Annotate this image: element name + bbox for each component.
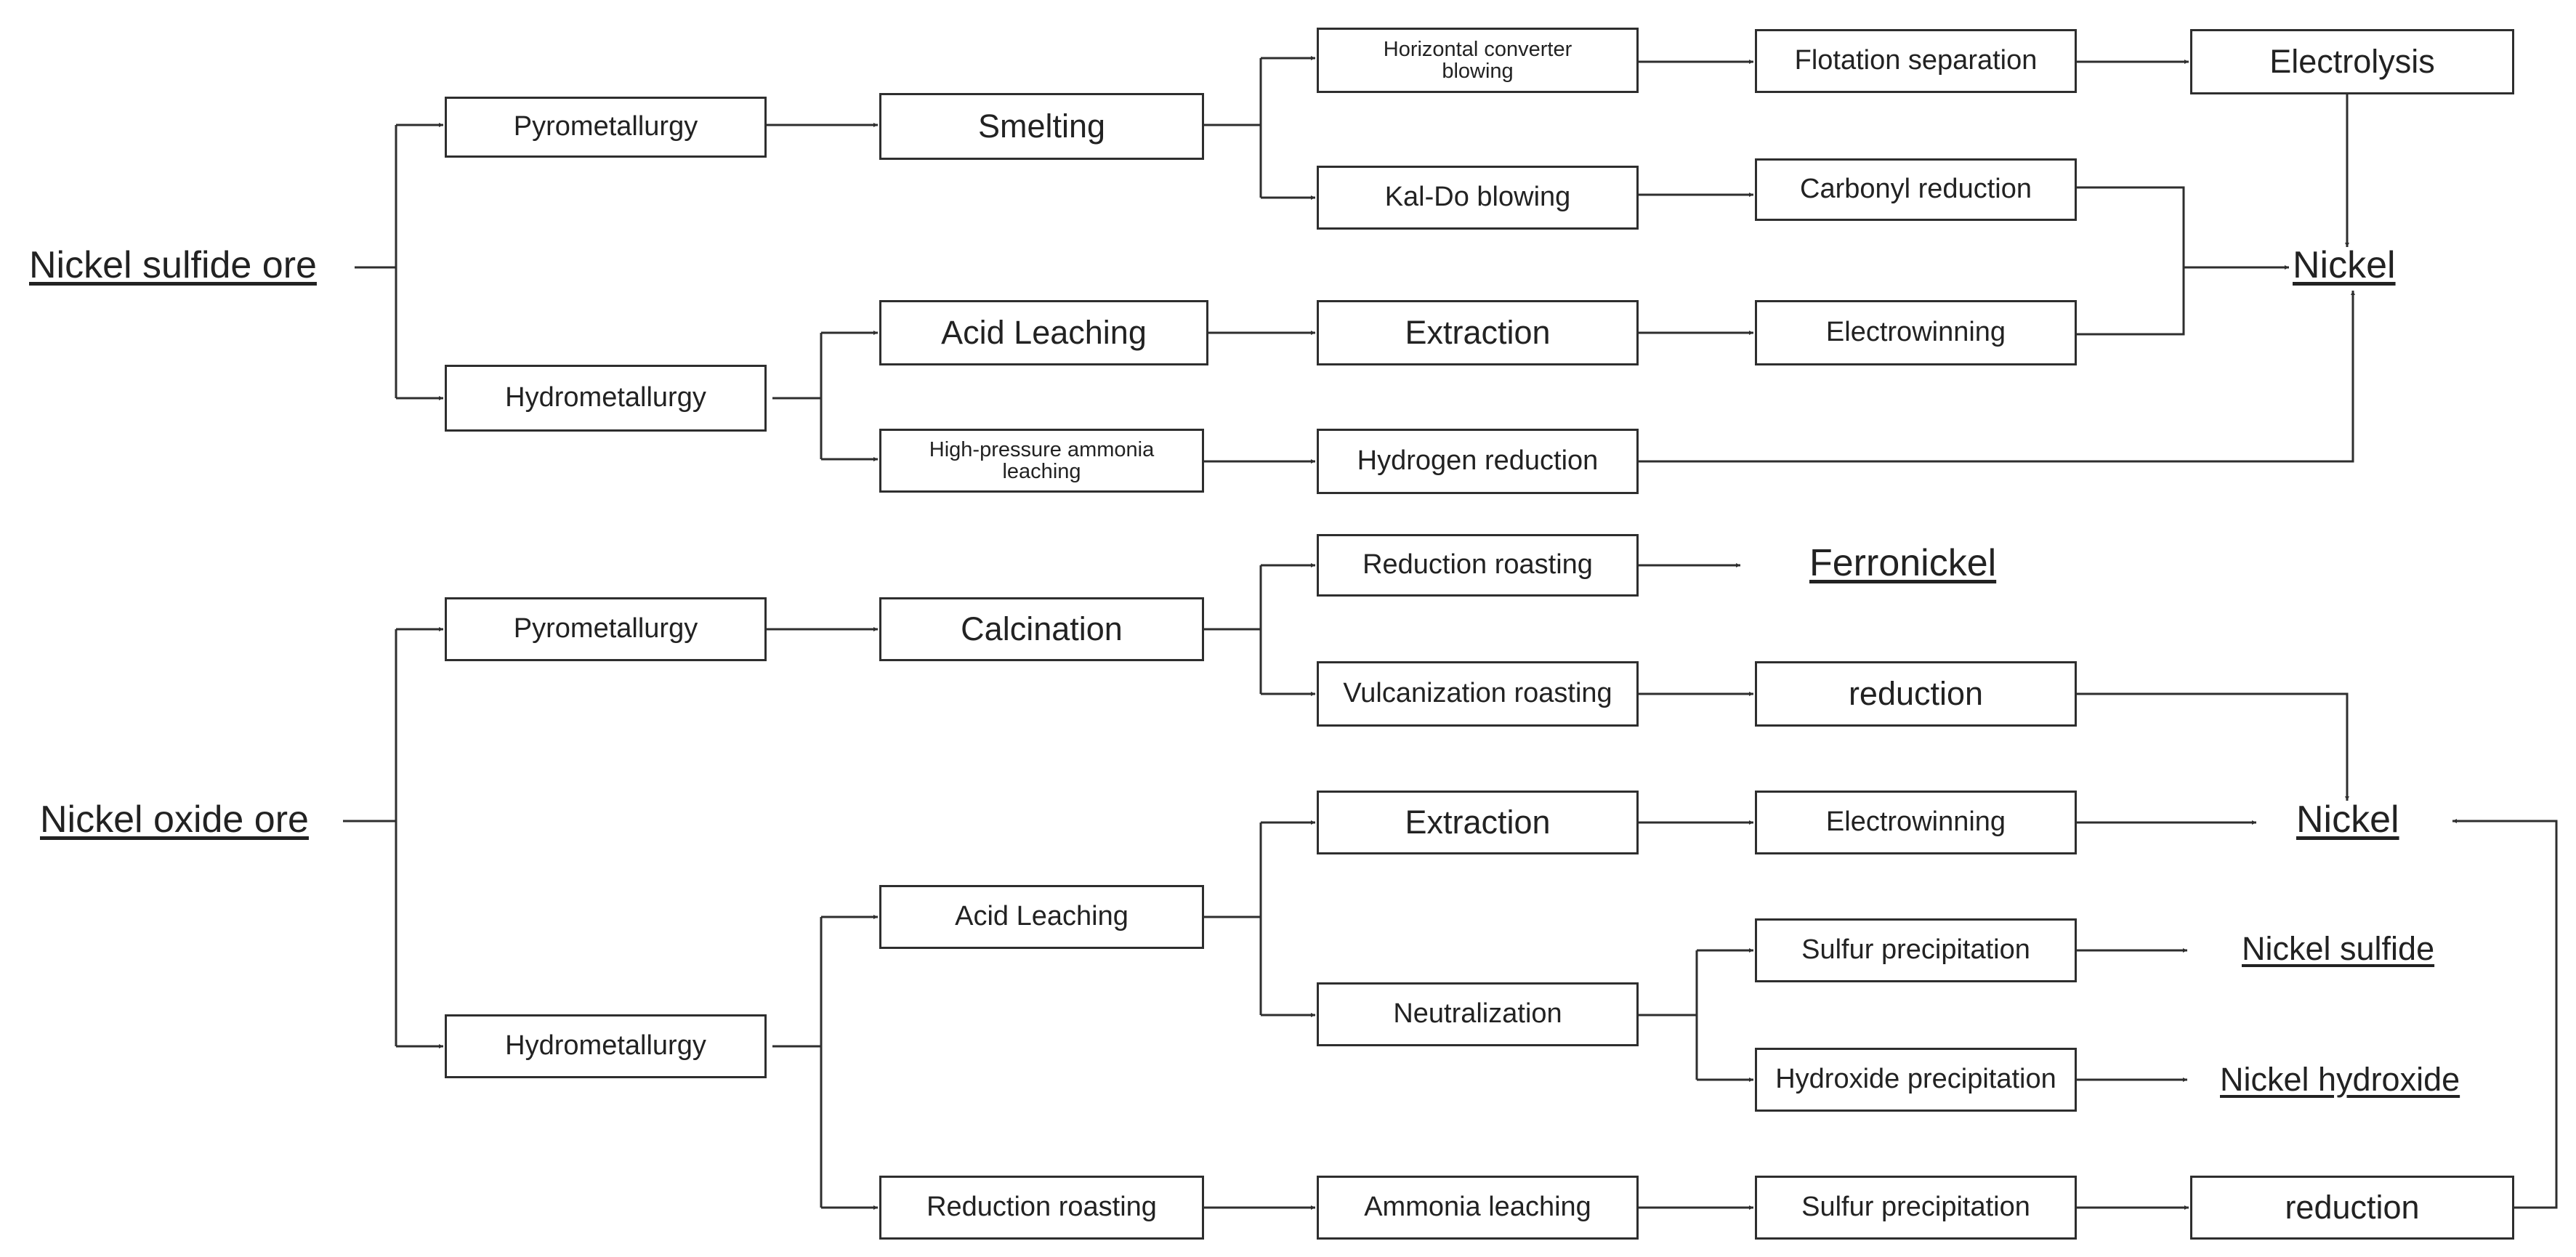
- ferronickel-label: Ferronickel: [1809, 542, 1997, 584]
- acid-leaching-box: Acid Leaching: [879, 885, 1204, 949]
- connector: [2077, 186, 2185, 336]
- nickel-product-label-sulfide: Nickel: [2293, 244, 2396, 286]
- nickel-sulfide-ore-label: Nickel sulfide ore: [29, 244, 317, 286]
- high-pressure-ammonia-leaching-box: High-pressure ammonia leaching: [879, 429, 1204, 493]
- pyrometallurgy-box: Pyrometallurgy: [445, 97, 767, 158]
- reduction-box: reduction: [1755, 661, 2077, 727]
- pyrometallurgy-box: Pyrometallurgy: [445, 597, 767, 661]
- connector: [1639, 291, 2355, 463]
- smelting-box: Smelting: [879, 93, 1204, 160]
- electrolysis-box: Electrolysis: [2190, 29, 2514, 94]
- reduction-roasting-box: Reduction roasting: [879, 1176, 1204, 1240]
- neutralization-box: Neutralization: [1317, 982, 1639, 1046]
- carbonyl-reduction-box: Carbonyl reduction: [1755, 158, 2077, 221]
- connector: [2452, 819, 2558, 1209]
- ammonia-leaching-box: Ammonia leaching: [1317, 1176, 1639, 1240]
- horizontal-converter-blowing-box: Horizontal converter blowing: [1317, 28, 1639, 93]
- nickel-sulfide-label: Nickel sulfide: [2242, 930, 2435, 967]
- vulcanization-roasting-box: Vulcanization roasting: [1317, 661, 1639, 727]
- flotation-separation-box: Flotation separation: [1755, 29, 2077, 93]
- hydroxide-precipitation-box: Hydroxide precipitation: [1755, 1048, 2077, 1112]
- hydrometallurgy-box: Hydrometallurgy: [445, 1014, 767, 1078]
- nickel-product-label-oxide: Nickel: [2296, 799, 2399, 841]
- reduction-box: reduction: [2190, 1176, 2514, 1240]
- electrowinning-box: Electrowinning: [1755, 791, 2077, 854]
- kal-do-blowing-box: Kal-Do blowing: [1317, 166, 1639, 230]
- hydrometallurgy-box: Hydrometallurgy: [445, 365, 767, 432]
- nickel-hydroxide-label: Nickel hydroxide: [2220, 1061, 2460, 1098]
- reduction-roasting-box: Reduction roasting: [1317, 534, 1639, 597]
- extraction-box: Extraction: [1317, 300, 1639, 365]
- hydrogen-reduction-box: Hydrogen reduction: [1317, 429, 1639, 494]
- sulfur-precipitation-box: Sulfur precipitation: [1755, 1176, 2077, 1240]
- extraction-box: Extraction: [1317, 791, 1639, 854]
- sulfur-precipitation-box: Sulfur precipitation: [1755, 918, 2077, 982]
- electrowinning-box: Electrowinning: [1755, 300, 2077, 365]
- nickel-oxide-ore-label: Nickel oxide ore: [40, 799, 309, 841]
- acid-leaching-box: Acid Leaching: [879, 300, 1208, 365]
- connector: [2077, 692, 2349, 801]
- calcination-box: Calcination: [879, 597, 1204, 661]
